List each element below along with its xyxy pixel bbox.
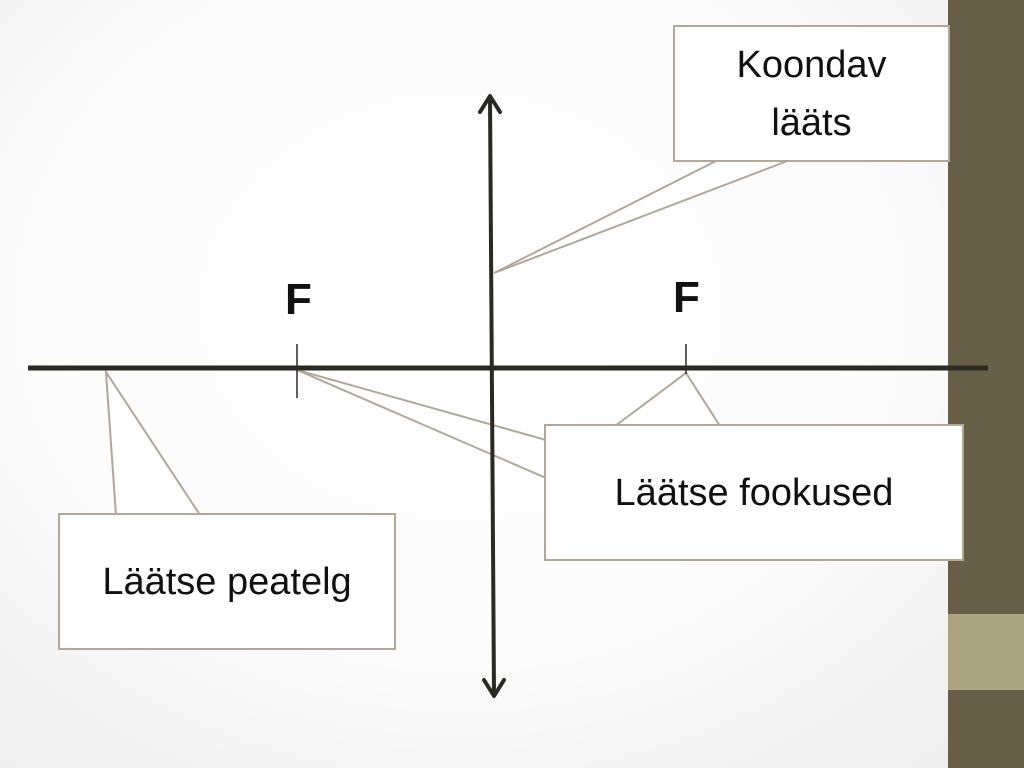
callout-lens-line1: Koondav — [736, 43, 887, 86]
lens-arrowhead-top — [478, 94, 502, 114]
callout-axis-text: Läätse peatelg — [102, 560, 352, 603]
axis-callout-pointer — [104, 368, 202, 516]
lens-arrowhead-bottom — [482, 678, 506, 698]
callout-principal-axis: Läätse peatelg — [58, 513, 396, 650]
callout-lens-foci: Läätse fookused — [544, 424, 964, 561]
focus-label-right: F — [673, 273, 700, 322]
lens-line — [488, 97, 496, 695]
foci-callout-pointer-left — [296, 369, 547, 480]
focus-label-left: F — [285, 275, 312, 324]
foci-callout-pointer-right — [611, 371, 722, 427]
callout-foci-text: Läätse fookused — [614, 471, 894, 514]
side-decoration-accent — [948, 614, 1024, 690]
callout-converging-lens: Koondav lääts — [673, 25, 950, 162]
lens-callout-pointer — [493, 159, 791, 274]
callout-lens-line2: lääts — [771, 101, 852, 144]
